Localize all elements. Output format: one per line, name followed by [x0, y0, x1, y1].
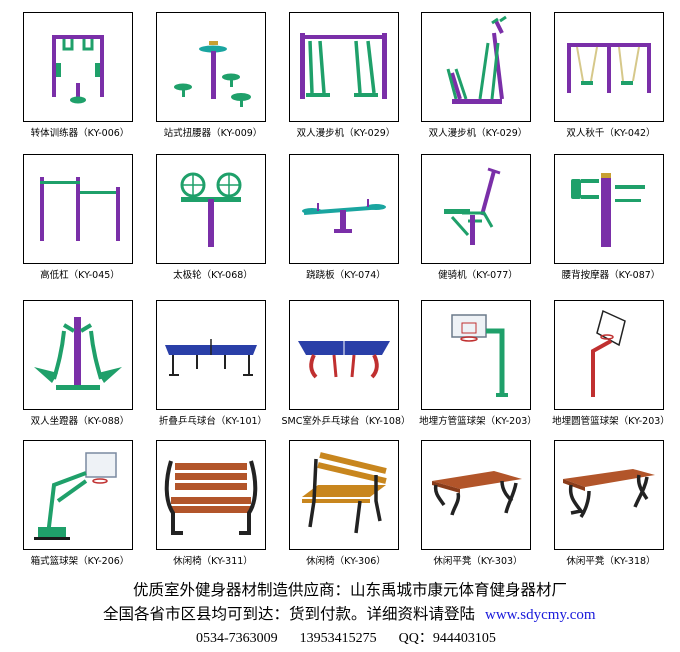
product-image-frame[interactable]: [421, 300, 531, 410]
product-image-frame[interactable]: [156, 300, 266, 410]
product-grid: 转体训练器（KY-006） 站式扭腰器（KY-009）: [23, 12, 670, 567]
product-image-frame[interactable]: [421, 154, 531, 264]
product-image-frame[interactable]: [23, 300, 133, 410]
box-basketball-stand-icon: [34, 452, 117, 540]
product-image-frame[interactable]: [156, 154, 266, 264]
leisure-chair-icon: [164, 460, 258, 535]
website-link[interactable]: www.sdycmy.com: [485, 607, 596, 623]
product-caption: 双人漫步机（KY-029）: [428, 128, 528, 139]
product-caption: 健骑机（KY-077）: [438, 270, 518, 281]
product-image-frame[interactable]: [289, 154, 399, 264]
product-caption: 跷跷板（KY-074）: [306, 270, 386, 281]
phone-landline: 0534-7363009: [196, 631, 278, 646]
qq-number: QQ：944403105: [398, 631, 496, 646]
flat-bench-icon: [432, 471, 522, 516]
tai-chi-wheel-icon: [180, 172, 242, 247]
product-image-frame[interactable]: [156, 12, 266, 122]
product-caption: 站式扭腰器（KY-009）: [163, 128, 263, 139]
rider-machine-icon: [444, 167, 501, 245]
product-image-frame[interactable]: [289, 440, 399, 550]
product-image-frame[interactable]: [554, 300, 664, 410]
product-image-frame[interactable]: [289, 12, 399, 122]
delivery-notice: 全国各省市区县均可到达：货到付款。详细资料请登陆 www.sdycmy.com: [103, 602, 596, 624]
round-basketball-stand-icon: [591, 309, 626, 397]
flat-bench-alt-icon: [563, 469, 655, 518]
product-caption: 地埋圆管篮球架（KY-203）: [552, 416, 670, 427]
product-caption: SMC室外乒乓球台（KY-108）: [281, 416, 411, 427]
product-caption: 折叠乒乓球台（KY-101）: [158, 416, 268, 427]
twist-trainer-icon: [52, 35, 104, 104]
product-image-frame[interactable]: [156, 440, 266, 550]
product-caption: 休闲平凳（KY-318）: [566, 556, 656, 567]
product-image-frame[interactable]: [23, 12, 133, 122]
back-massager-icon: [571, 173, 645, 247]
product-caption: 转体训练器（KY-006）: [30, 128, 130, 139]
product-caption: 太极轮（KY-068）: [173, 270, 253, 281]
double-walker-icon: [300, 33, 387, 99]
double-walker-alt-icon: [446, 15, 507, 104]
product-caption: 休闲平凳（KY-303）: [433, 556, 523, 567]
product-image-frame[interactable]: [554, 12, 664, 122]
phone-mobile: 13953415275: [299, 631, 377, 646]
product-image-frame[interactable]: [421, 12, 531, 122]
seated-pusher-icon: [34, 317, 122, 390]
product-caption: 双人秋千（KY-042）: [566, 128, 656, 139]
folding-table-tennis-icon: [165, 339, 257, 376]
double-swing-icon: [567, 43, 651, 93]
product-image-frame[interactable]: [289, 300, 399, 410]
product-caption: 双人漫步机（KY-029）: [296, 128, 396, 139]
waist-twister-icon: [174, 41, 251, 107]
product-caption: 地埋方管篮球架（KY-203）: [419, 416, 537, 427]
seesaw-icon: [302, 199, 386, 233]
product-image-frame[interactable]: [421, 440, 531, 550]
product-image-frame[interactable]: [23, 440, 133, 550]
outdoor-table-tennis-icon: [298, 335, 390, 379]
product-caption: 双人坐蹬器（KY-088）: [30, 416, 130, 427]
parallel-bars-icon: [40, 177, 120, 241]
product-caption: 休闲椅（KY-311）: [173, 556, 253, 567]
leisure-bench-icon: [302, 452, 387, 534]
product-caption: 腰背按摩器（KY-087）: [561, 270, 661, 281]
company-tagline: 优质室外健身器材制造供应商：山东禹城市康元体育健身器材厂: [133, 581, 568, 599]
product-caption: 休闲椅（KY-306）: [306, 556, 386, 567]
delivery-text: 全国各省市区县均可到达：货到付款。详细资料请登陆: [103, 605, 476, 623]
product-image-frame[interactable]: [554, 154, 664, 264]
product-caption: 箱式篮球架（KY-206）: [30, 556, 130, 567]
product-image-frame[interactable]: [23, 154, 133, 264]
square-basketball-stand-icon: [451, 314, 508, 397]
contact-numbers: 0534-7363009 13953415275 QQ：944403105: [196, 627, 518, 647]
product-caption: 高低杠（KY-045）: [40, 270, 120, 281]
product-image-frame[interactable]: [554, 440, 664, 550]
